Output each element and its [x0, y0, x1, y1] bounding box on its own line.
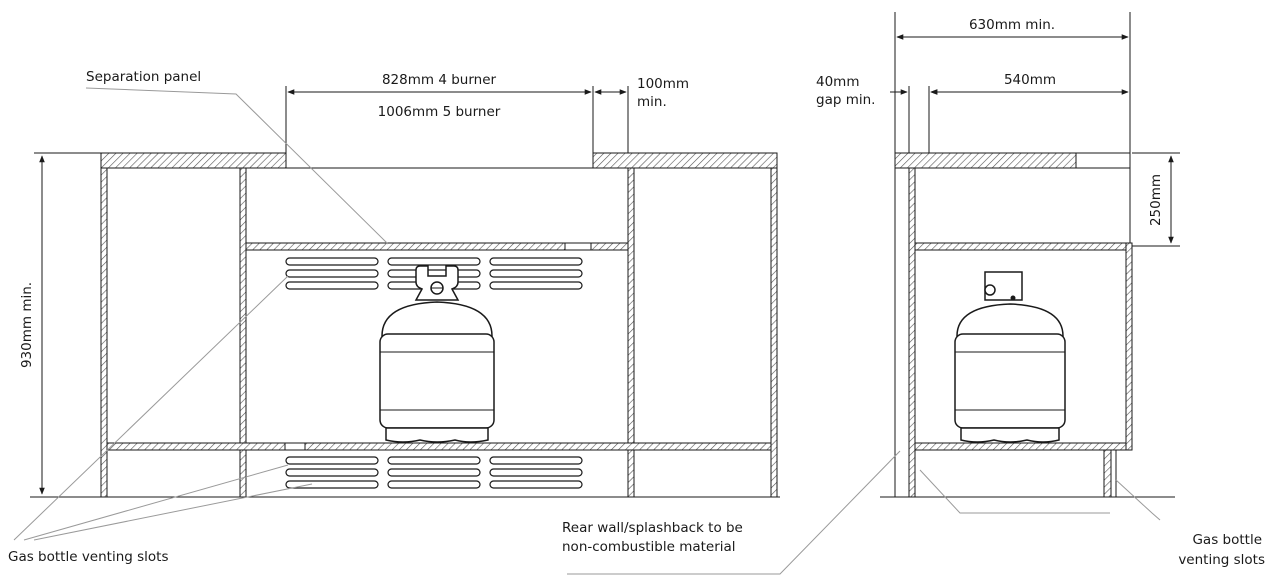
separation-panel-label: Separation panel: [86, 69, 201, 85]
side-gap-label-line2: min.: [637, 94, 667, 110]
rear-wall: [894, 167, 910, 498]
cabinet-height-label: 250mm: [1148, 174, 1164, 226]
venting-slot-leaders: [13, 275, 313, 541]
front-view: 828mm 4 burner 1006mm 5 burner 100mm min…: [8, 69, 780, 565]
rear-gap-label-line1: 40mm: [816, 74, 859, 90]
front-post-3: [627, 167, 635, 498]
side-view: 630mm min. 40mm gap min. 540mm 250mm Gas…: [816, 12, 1265, 568]
rear-wall-label-line2: non-combustible material: [562, 539, 736, 555]
height-label: 930mm min.: [19, 282, 35, 368]
side-rear-post: [908, 167, 916, 498]
front-bottom-shelf: [106, 442, 772, 451]
width-5-burner-label: 1006mm 5 burner: [378, 104, 501, 120]
side-shelf: [914, 242, 1127, 251]
separation-panel-leader: [85, 87, 389, 245]
separation-panel-tab: [564, 242, 592, 251]
depth-label: 630mm min.: [969, 17, 1055, 33]
separation-panel-shelf: [245, 242, 629, 251]
lower-venting-slots: [285, 456, 583, 489]
side-benchtop-overhang: [1075, 152, 1131, 169]
gas-bottle-side: [954, 271, 1066, 443]
rear-wall-leader: [567, 450, 901, 575]
side-venting-label-line1: Gas bottle: [1192, 532, 1262, 548]
side-front-leg: [1103, 449, 1112, 498]
side-venting-leader-1: [919, 469, 1110, 514]
rear-wall-label-line1: Rear wall/splashback to be: [562, 520, 743, 536]
width-4-burner-label: 828mm 4 burner: [382, 72, 497, 88]
side-gap-label-line1: 100mm: [637, 76, 689, 92]
side-venting-leader-2: [1115, 479, 1161, 521]
side-benchtop: [894, 152, 1077, 169]
rear-gap-label-line2: gap min.: [816, 92, 875, 108]
front-post-1: [100, 167, 108, 498]
front-post-2: [239, 167, 247, 498]
venting-slots-label: Gas bottle venting slots: [8, 549, 169, 565]
inner-depth-label: 540mm: [1004, 72, 1056, 88]
front-post-4: [770, 167, 778, 498]
front-bottom-tab: [284, 442, 306, 451]
front-benchtop-right: [592, 152, 778, 169]
side-bottom-shelf: [914, 442, 1127, 451]
side-venting-label-line2: venting slots: [1178, 552, 1265, 568]
gas-bottle-front: [379, 265, 495, 443]
rear-wall-note: Rear wall/splashback to be non-combustib…: [562, 450, 901, 575]
front-benchtop-left: [100, 152, 287, 169]
side-front-post: [1125, 242, 1133, 451]
